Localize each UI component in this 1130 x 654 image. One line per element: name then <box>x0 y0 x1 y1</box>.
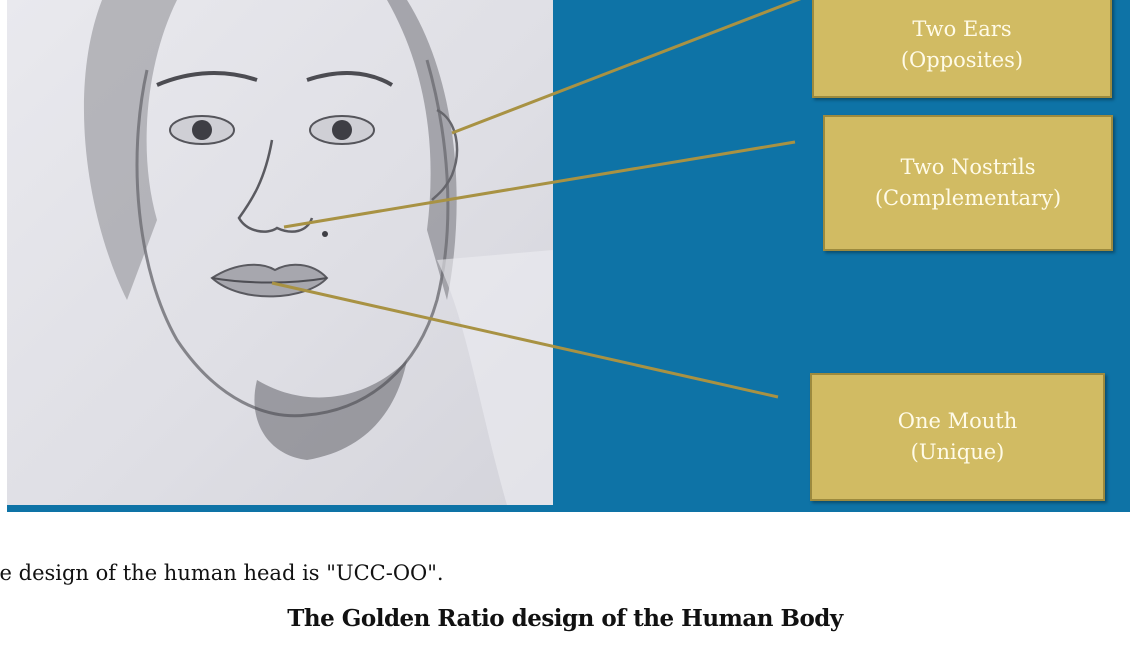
figure-caption: he design of the human head is "UCC-OO". <box>0 561 1116 585</box>
face-sketch-drawing <box>7 0 553 505</box>
label-two-ears-title: Two Ears <box>912 14 1011 45</box>
head-design-figure: Two Ears (Opposites) Two Nostrils (Compl… <box>0 0 1130 512</box>
label-one-mouth: One Mouth (Unique) <box>810 373 1105 501</box>
label-two-nostrils-subtitle: (Complementary) <box>875 183 1061 214</box>
section-heading: The Golden Ratio design of the Human Bod… <box>0 605 1130 632</box>
label-two-ears: Two Ears (Opposites) <box>812 0 1112 98</box>
label-one-mouth-title: One Mouth <box>898 406 1017 437</box>
face-sketch-image <box>7 0 553 505</box>
label-two-nostrils: Two Nostrils (Complementary) <box>823 115 1113 251</box>
label-two-ears-subtitle: (Opposites) <box>901 45 1023 76</box>
label-one-mouth-subtitle: (Unique) <box>911 437 1005 468</box>
label-two-nostrils-title: Two Nostrils <box>900 152 1035 183</box>
